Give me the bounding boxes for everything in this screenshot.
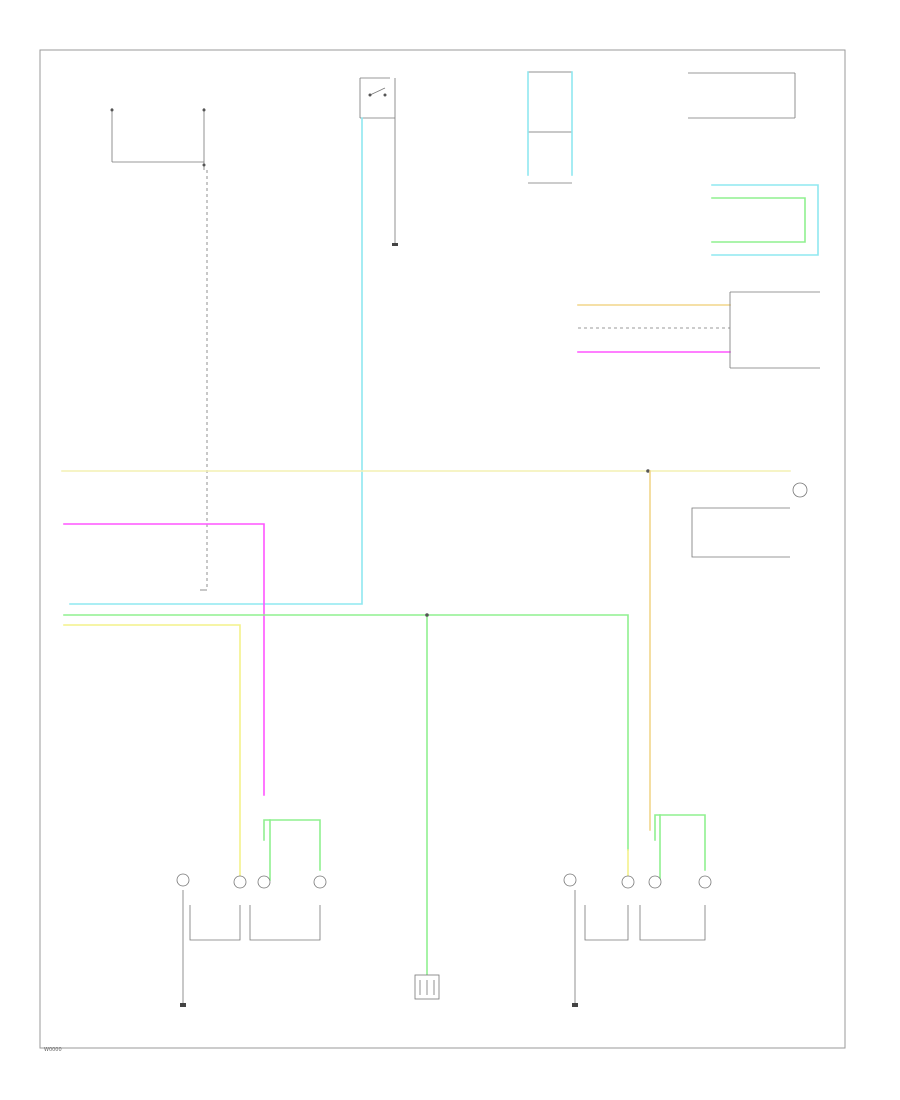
green-bus bbox=[63, 614, 629, 851]
left-ground-icon bbox=[180, 1003, 186, 1007]
left-lamp-3-icon bbox=[257, 875, 271, 889]
right-connector-bundle bbox=[577, 291, 820, 369]
top-center-switch bbox=[359, 77, 398, 246]
right-lamp-3-icon bbox=[648, 875, 662, 889]
right-lamp-2-icon bbox=[621, 875, 635, 889]
right-lamp-4-icon bbox=[698, 875, 712, 889]
left-lamp-1-icon bbox=[176, 873, 190, 887]
center-bottom-connector bbox=[414, 974, 440, 1000]
top-right-connector bbox=[527, 71, 573, 184]
top-right-loop bbox=[688, 72, 796, 119]
right-ground-icon bbox=[572, 1003, 578, 1007]
left-lamp-2-icon bbox=[233, 875, 247, 889]
light-yellow-wire bbox=[63, 624, 241, 881]
diagram-frame bbox=[39, 49, 846, 1049]
cyan-green-loop bbox=[711, 184, 819, 256]
cyan-wire-vertical bbox=[69, 117, 363, 605]
left-lamp-group bbox=[176, 819, 327, 1007]
pink-wire bbox=[63, 523, 265, 796]
right-lamp-icon bbox=[792, 482, 808, 498]
top-left-connector-block bbox=[110, 108, 208, 591]
corner-code: W0000 bbox=[44, 1047, 62, 1053]
right-lamp-1-icon bbox=[563, 873, 577, 887]
left-lamp-4-icon bbox=[313, 875, 327, 889]
right-lamp-group bbox=[563, 814, 712, 1007]
right-small-loop bbox=[691, 507, 790, 558]
